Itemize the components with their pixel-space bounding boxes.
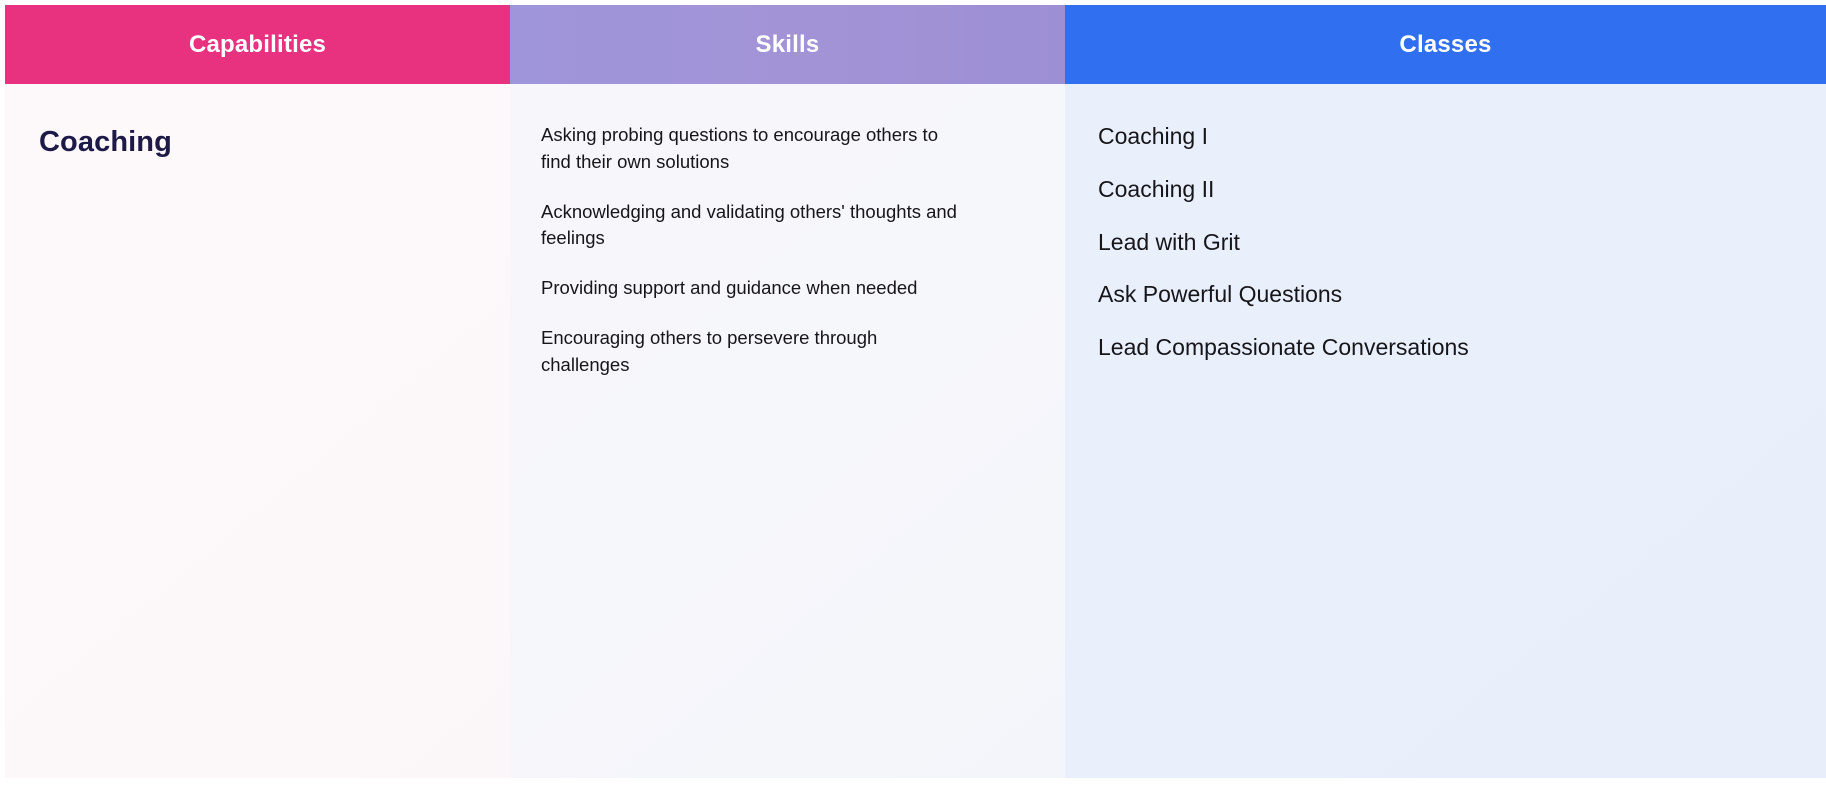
capability-framework-board: Capabilities Skills Classes Coaching (5, 5, 1826, 778)
column-skills: Asking probing questions to encourage ot… (510, 84, 1065, 778)
list-item: Asking probing questions to encourage ot… (541, 124, 938, 172)
skill-list: Asking probing questions to encourage ot… (541, 122, 1045, 379)
class-list: Coaching I Coaching II Lead with Grit As… (1098, 122, 1802, 362)
column-classes: Coaching I Coaching II Lead with Grit As… (1065, 84, 1826, 778)
header-capabilities-label: Capabilities (188, 30, 327, 58)
list-item[interactable]: Ask Powerful Questions (1098, 281, 1343, 308)
list-item: Encouraging others to persevere through … (541, 327, 878, 375)
list-item[interactable]: Coaching II (1098, 175, 1215, 202)
list-item[interactable]: Coaching I (1098, 123, 1208, 149)
list-item: Providing support and guidance when need… (541, 277, 918, 299)
header-classes[interactable]: Classes (1065, 5, 1826, 84)
list-item: Acknowledging and validating others' tho… (541, 200, 957, 249)
column-capabilities: Coaching (5, 84, 510, 778)
list-item[interactable]: Lead with Grit (1098, 228, 1240, 255)
column-body-row: Coaching Asking probing questions to enc… (5, 84, 1826, 778)
header-skills[interactable]: Skills (510, 5, 1065, 84)
capability-title: Coaching (39, 126, 172, 158)
list-item[interactable]: Lead Compassionate Conversations (1098, 334, 1469, 360)
header-skills-label: Skills (755, 30, 820, 58)
column-header-row: Capabilities Skills Classes (5, 5, 1826, 400)
header-classes-label: Classes (1399, 30, 1492, 58)
header-capabilities[interactable]: Capabilities (5, 5, 510, 84)
